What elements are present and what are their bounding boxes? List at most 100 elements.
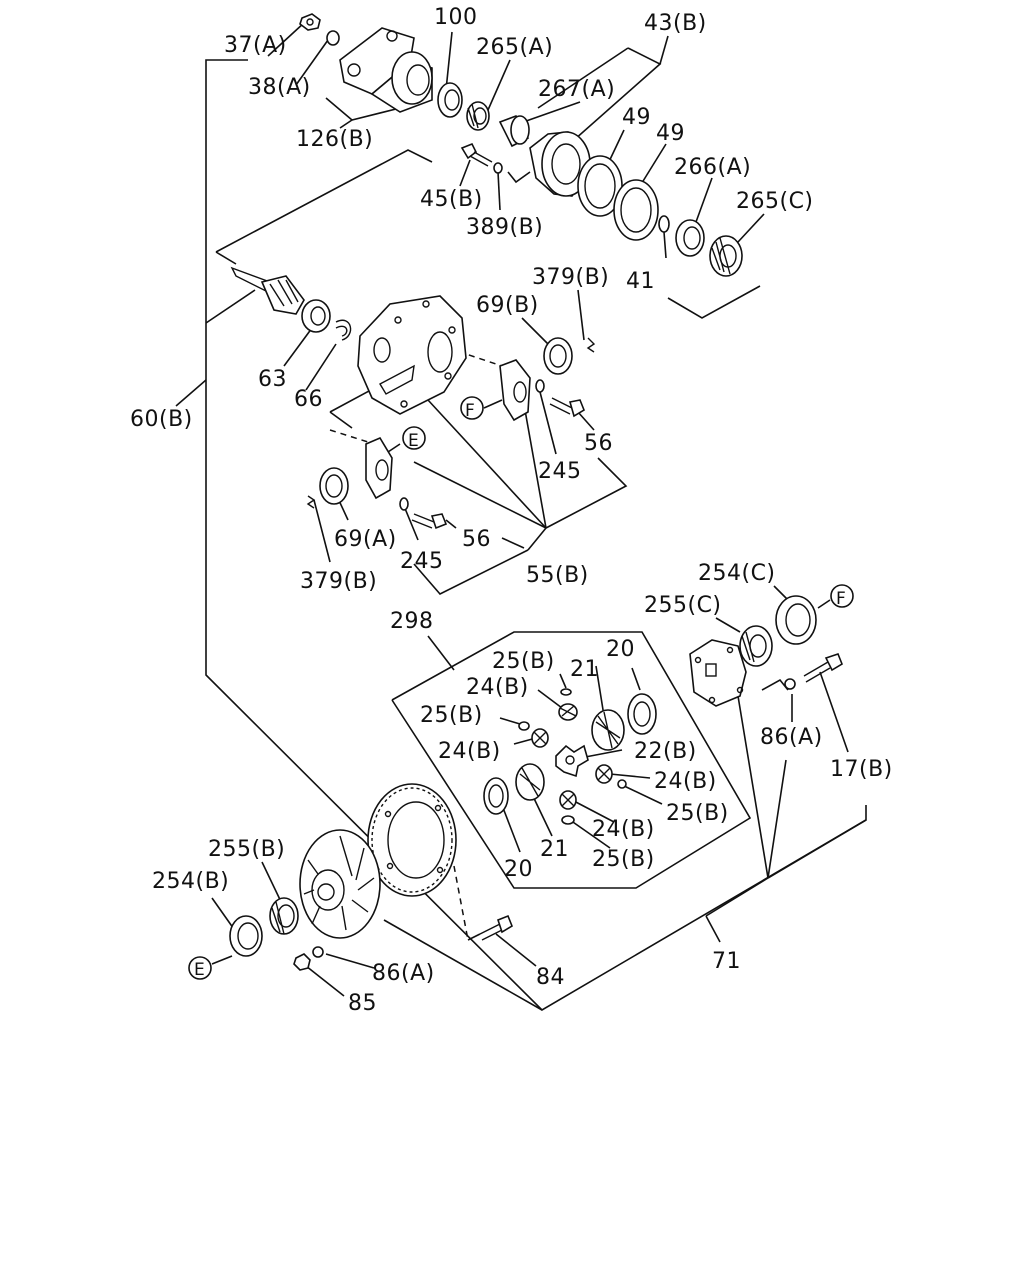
label-255b: 255(B) <box>208 837 285 862</box>
washer-38a <box>326 30 340 46</box>
label-25b-4: 25(B) <box>592 847 655 872</box>
label-100: 100 <box>434 5 478 30</box>
label-254c: 254(C) <box>698 561 776 586</box>
label-265c: 265(C) <box>736 189 814 214</box>
label-21-bot: 21 <box>540 837 569 862</box>
ref-circle-f-right <box>830 584 854 608</box>
label-379b-top: 379(B) <box>532 265 609 290</box>
label-e-bot: E <box>194 960 205 980</box>
label-245-bot: 245 <box>400 549 444 574</box>
bearing-race-254c <box>775 595 817 645</box>
washer-245-bot <box>399 497 409 511</box>
label-25b-2: 25(B) <box>420 703 483 728</box>
side-gear-21-top <box>591 709 625 751</box>
leader-lines <box>175 21 867 1012</box>
callout-labels: 37(A) 38(A) 126(B) 100 265(A) 43(B) 267(… <box>130 5 893 1016</box>
pinion-gear-24b-4 <box>559 790 577 810</box>
label-266a: 266(A) <box>674 155 751 180</box>
label-298: 298 <box>390 609 434 634</box>
label-45b: 45(B) <box>420 187 483 212</box>
label-21-top: 21 <box>570 657 599 682</box>
bolt-45b <box>460 142 493 167</box>
label-84: 84 <box>536 965 565 990</box>
diff-case-left <box>299 829 381 939</box>
nut-37a <box>299 13 321 31</box>
lock-pin-379b-top <box>586 337 596 353</box>
ref-circle-e-bot <box>188 956 212 980</box>
bolt-56-top <box>549 397 585 418</box>
adjust-nut-69a <box>319 467 349 505</box>
shim-49b <box>613 179 659 241</box>
label-25b-3: 25(B) <box>666 801 729 826</box>
label-69a: 69(A) <box>334 527 397 552</box>
label-245-top: 245 <box>538 459 582 484</box>
lock-pin-379b-bot <box>306 495 316 509</box>
label-41: 41 <box>626 269 655 294</box>
label-126b: 126(B) <box>296 127 373 152</box>
thrust-washer-20-top <box>627 693 657 735</box>
label-25b-1: 25(B) <box>492 649 555 674</box>
label-71: 71 <box>712 949 741 974</box>
washer-25b-2 <box>518 721 530 731</box>
bearing-race-266a <box>675 219 705 257</box>
ref-circle-f-top <box>460 396 484 420</box>
bolt-56-bot <box>411 513 448 530</box>
bearing-265c <box>709 235 743 277</box>
washer-25b-4 <box>561 815 575 825</box>
label-17b: 17(B) <box>830 757 893 782</box>
label-86a-bot: 86(A) <box>372 961 435 986</box>
label-86a-right: 86(A) <box>760 725 823 750</box>
side-gear-21-bot <box>515 763 545 801</box>
pinion-gear-24b-2 <box>531 728 549 748</box>
label-24b-3: 24(B) <box>654 769 717 794</box>
label-f-right: F <box>836 589 846 609</box>
label-56-top: 56 <box>584 431 613 456</box>
label-24b-2: 24(B) <box>438 739 501 764</box>
bearing-255b <box>269 897 299 935</box>
adjust-nut-69b <box>543 337 573 375</box>
drive-pinion <box>230 266 305 315</box>
label-85: 85 <box>348 991 377 1016</box>
label-265a: 265(A) <box>476 35 553 60</box>
bearing-cap-f <box>499 359 531 422</box>
label-e-top: E <box>408 431 419 451</box>
washer-25b-3 <box>617 779 627 789</box>
label-49-a: 49 <box>622 105 651 130</box>
label-20-top: 20 <box>606 637 635 662</box>
label-38a: 38(A) <box>248 75 311 100</box>
washer-86a-right <box>784 678 796 690</box>
bearing-255c <box>739 625 773 667</box>
label-f-top: F <box>465 401 475 421</box>
carrier-55b <box>357 295 467 415</box>
bearing-265a <box>466 101 490 131</box>
label-379b-bot: 379(B) <box>300 569 377 594</box>
washer-389b <box>493 162 503 174</box>
washer-245-top <box>535 379 545 393</box>
bearing-63 <box>301 299 331 333</box>
washer-86a-bot <box>312 946 324 958</box>
spider-22b <box>555 744 589 778</box>
label-69b: 69(B) <box>476 293 539 318</box>
label-267a: 267(A) <box>538 77 615 102</box>
label-24b-1: 24(B) <box>466 675 529 700</box>
oil-seal-100 <box>437 82 463 118</box>
label-49-b: 49 <box>656 121 685 146</box>
label-60b: 60(B) <box>130 407 193 432</box>
label-254b: 254(B) <box>152 869 229 894</box>
spacer-267a <box>498 115 530 148</box>
bearing-race-254b <box>229 915 263 957</box>
label-24b-4: 24(B) <box>592 817 655 842</box>
label-20-bot: 20 <box>504 857 533 882</box>
label-63: 63 <box>258 367 287 392</box>
ring-gear <box>367 783 457 897</box>
parts <box>229 13 843 971</box>
bolt-17b <box>803 653 843 683</box>
label-37a: 37(A) <box>224 33 287 58</box>
pinion-gear-24b-1 <box>558 703 578 721</box>
companion-flange-126b <box>339 27 433 113</box>
label-66: 66 <box>294 387 323 412</box>
label-43b: 43(B) <box>644 11 707 36</box>
label-255c: 255(C) <box>644 593 722 618</box>
washer-41 <box>658 215 670 233</box>
